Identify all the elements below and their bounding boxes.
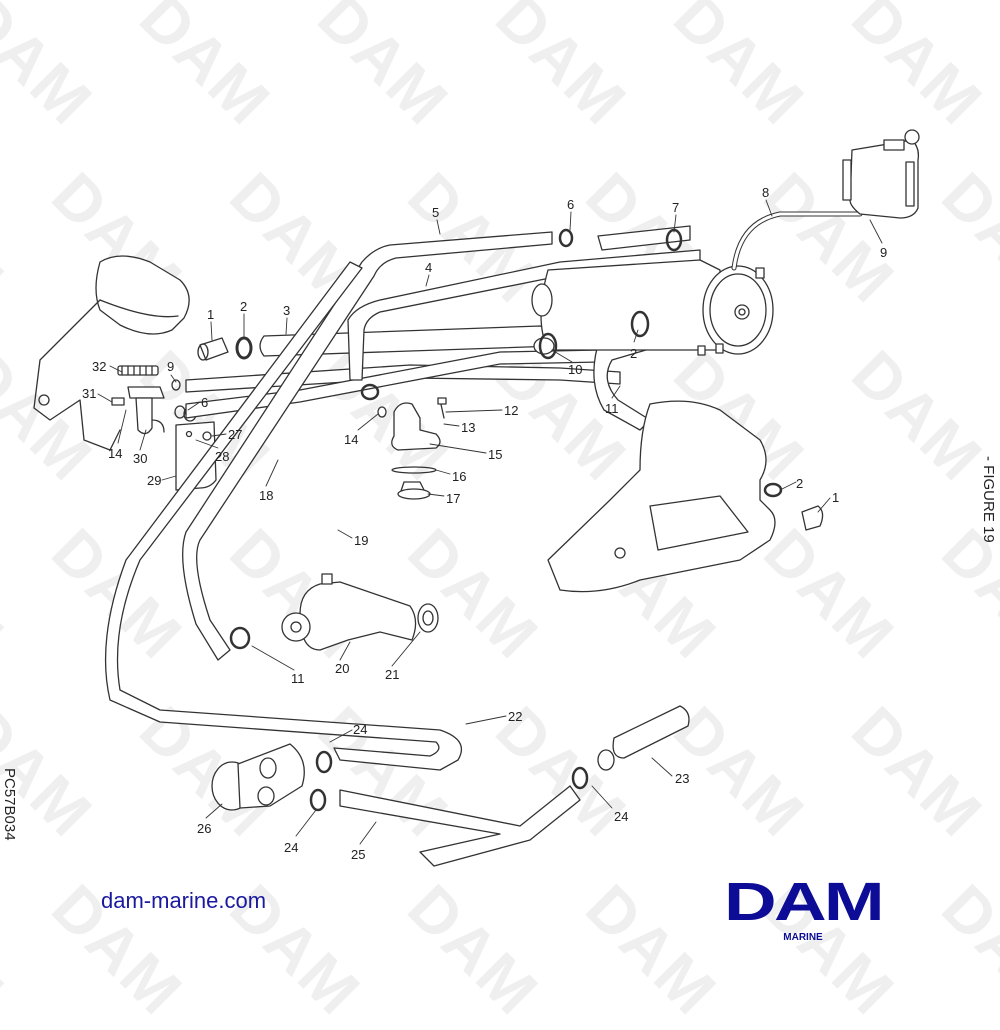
- callout-21: 21: [385, 667, 400, 682]
- callout-9: 9: [167, 359, 175, 374]
- logo-wordmark: DAM: [724, 872, 885, 932]
- figure-label: - FIGURE 19: [980, 456, 997, 543]
- callout-17: 17: [446, 491, 461, 506]
- exhaust-manifold-right: [547, 400, 824, 593]
- callout-2: 2: [240, 299, 248, 314]
- callout-16: 16: [452, 469, 467, 484]
- cooling-system-diagram: [33, 129, 920, 867]
- leader-lines: [97, 199, 883, 845]
- callout-18: 18: [259, 488, 274, 503]
- callout-24: 24: [284, 840, 299, 855]
- callout-8: 8: [762, 185, 770, 200]
- callout-28: 28: [215, 449, 230, 464]
- thermostat-housing: [360, 383, 447, 500]
- callout-15: 15: [488, 447, 503, 462]
- hose-8: [731, 211, 863, 271]
- callout-29: 29: [147, 473, 162, 488]
- dam-marine-logo: DAM MARINE: [712, 875, 894, 943]
- callout-5: 5: [432, 205, 440, 220]
- callout-6: 6: [567, 197, 575, 212]
- filler-neck: [111, 365, 165, 435]
- callout-11: 11: [605, 401, 619, 416]
- exhaust-manifold-left: [33, 255, 190, 451]
- website-link[interactable]: dam-marine.com: [101, 888, 267, 913]
- callout-14: 14: [108, 446, 123, 461]
- fitting-1-upper: [197, 336, 253, 361]
- circulating-water-pump: [229, 573, 439, 651]
- callout-27: 27: [228, 427, 243, 442]
- callout-26: 26: [197, 821, 212, 836]
- callout-7: 7: [672, 200, 680, 215]
- callout-31: 31: [82, 386, 97, 401]
- callout-11: 11: [291, 671, 305, 686]
- callout-32: 32: [92, 359, 107, 374]
- callout-30: 30: [133, 451, 148, 466]
- heat-exchanger: [531, 228, 774, 360]
- callout-25: 25: [351, 847, 366, 862]
- callout-1: 1: [832, 490, 840, 505]
- fuel-cooler: [571, 705, 690, 790]
- callout-4: 4: [425, 260, 433, 275]
- callout-23: 23: [675, 771, 690, 786]
- callout-12: 12: [504, 403, 519, 418]
- hoses: [104, 225, 701, 867]
- figure-code: PC57B034: [1, 768, 18, 841]
- coolant-recovery-tank: [842, 129, 920, 219]
- callout-6: 6: [201, 395, 209, 410]
- callout-14: 14: [344, 432, 359, 447]
- callout-22: 22: [508, 709, 523, 724]
- callout-1: 1: [207, 307, 215, 322]
- callout-24: 24: [614, 809, 629, 824]
- callout-13: 13: [461, 420, 476, 435]
- callout-10: 10: [568, 362, 583, 377]
- callout-2: 2: [796, 476, 804, 491]
- callout-2: 2: [630, 346, 638, 361]
- callout-3: 3: [283, 303, 291, 318]
- logo-subtitle: MARINE: [783, 932, 823, 943]
- callout-9: 9: [880, 245, 888, 260]
- callout-24: 24: [353, 722, 368, 737]
- callout-19: 19: [354, 533, 369, 548]
- raw-water-pump: [211, 743, 333, 812]
- callout-20: 20: [335, 661, 350, 676]
